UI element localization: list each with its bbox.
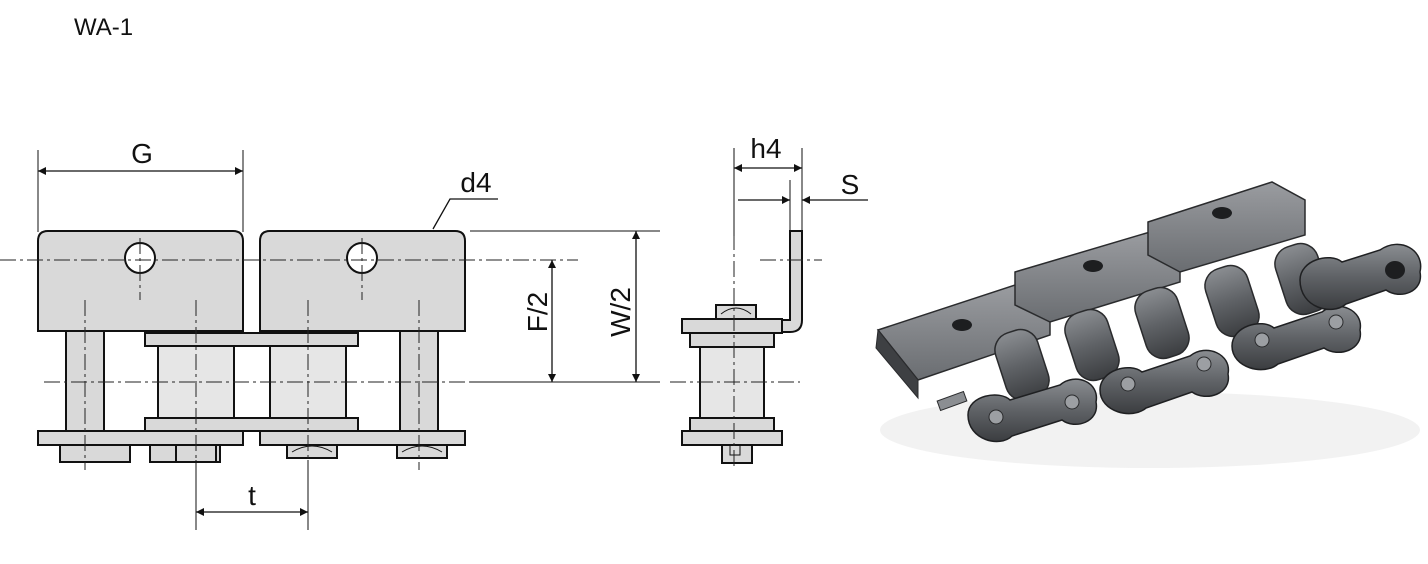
roller (1134, 286, 1190, 360)
dimension-h4-label: h4 (750, 133, 781, 164)
side-plate (689, 332, 775, 348)
open-pin-hole (1385, 261, 1405, 279)
inner-plate (144, 332, 359, 347)
pin-head (715, 304, 757, 320)
side-plate (681, 318, 783, 334)
dimension-g-label: G (131, 138, 153, 169)
link-plate (1231, 305, 1362, 371)
attachment-wing (875, 284, 1051, 400)
dimension-w-half-label: W/2 (605, 287, 636, 337)
link-plate (1099, 349, 1230, 415)
link-plate (967, 378, 1098, 443)
dimension-t-label: t (248, 480, 256, 511)
side-view: h4 S (670, 133, 868, 470)
protruding-pin (936, 390, 968, 412)
d4-leader (432, 198, 498, 230)
chain-photo (875, 181, 1422, 468)
roller (1064, 308, 1120, 382)
rivet-head (720, 307, 752, 315)
side-plate (681, 430, 783, 446)
link-plate (1299, 243, 1422, 311)
pin-end (721, 444, 753, 464)
dimension-d4-label: d4 (460, 167, 491, 198)
inner-plate (144, 417, 359, 432)
attachment-wing (1147, 181, 1306, 273)
model-title: WA-1 (74, 14, 134, 41)
pin-head (988, 409, 1004, 425)
outer-plate (259, 430, 466, 446)
pin-end-detail (729, 444, 741, 456)
pin-head (1120, 376, 1136, 392)
pin-head (1064, 394, 1080, 410)
dimension-s-label: S (841, 169, 860, 200)
dimension-f-half-label: F/2 (522, 292, 553, 332)
pin-head (1328, 314, 1344, 330)
pin-head (1196, 356, 1212, 372)
front-view: G d4 t F/2 W/2 (0, 138, 660, 530)
outer-plate (37, 430, 244, 446)
pin-head (1254, 332, 1270, 348)
side-plate (689, 417, 775, 432)
